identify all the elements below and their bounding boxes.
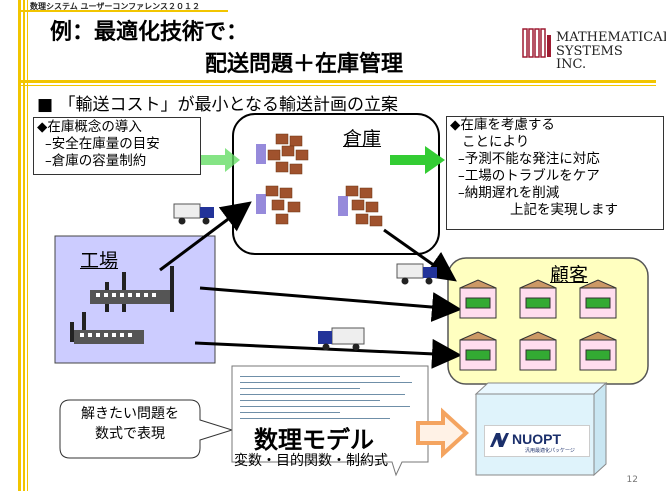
factory-label: 工場 xyxy=(80,250,119,272)
arrow-factory-customer-1 xyxy=(199,286,462,322)
factory-icon xyxy=(70,266,174,344)
nuopt-box-top xyxy=(474,382,608,395)
truck-icon xyxy=(173,203,214,225)
arrow-warehouse-customer xyxy=(383,228,457,282)
logo-mark-icon xyxy=(522,28,551,58)
inventory-benefit-line: ◆在庫を考慮する xyxy=(450,117,555,133)
header-bottom-line xyxy=(18,80,656,83)
truck-icon xyxy=(396,263,437,285)
header-bottom-line-2 xyxy=(18,85,656,86)
model-code-lines xyxy=(240,372,420,422)
truck-icon xyxy=(318,327,365,351)
warehouse-label: 倉庫 xyxy=(343,128,382,150)
page-title-line2: 配送問題＋在庫管理 xyxy=(205,52,404,77)
section-heading: ■ 「輸送コスト」が最小となる輸送計画の立案 xyxy=(37,95,398,115)
model-subtitle: 変数・目的関数・制約式 xyxy=(234,453,388,469)
page-title-line1: 例：最適化技術で： xyxy=(50,20,249,45)
inventory-concept-box: ◆在庫概念の導入 –安全在庫量の目安 –倉庫の容量制約 xyxy=(33,117,201,175)
orange-arrow xyxy=(416,407,469,459)
model-paper xyxy=(231,365,429,477)
inventory-concept-line: –安全在庫量の目安 xyxy=(45,136,160,152)
arrow-factory-warehouse xyxy=(159,201,252,272)
callout-text: 解きたい問題を 数式で表現 xyxy=(81,406,179,442)
nuopt-logo: NUOPT 汎用最適化パッケージ xyxy=(484,425,590,457)
left-accent-bar-2 xyxy=(23,0,25,491)
inventory-concept-line: ◆在庫概念の導入 xyxy=(37,119,142,135)
customer-label: 顧客 xyxy=(550,264,589,286)
inventory-benefit-box: ◆在庫を考慮する ことにより –予測不能な発注に対応 –工場のトラブルをケア –… xyxy=(446,116,664,230)
page-number: 12 xyxy=(626,475,638,485)
inventory-benefit-line: –工場のトラブルをケア xyxy=(458,168,600,184)
inventory-concept-line: –倉庫の容量制約 xyxy=(45,153,147,169)
warehouse-boxes-icon xyxy=(256,133,383,227)
callout-bubble xyxy=(59,399,234,459)
inventory-benefit-line: ことにより xyxy=(462,134,530,150)
conference-name: 数理システム ユーザーコンファレンス２０１２ xyxy=(30,2,200,11)
nuopt-box-side xyxy=(593,381,607,477)
green-arrow-right xyxy=(390,146,445,174)
logo-text-line1: MATHEMATICAL xyxy=(556,30,666,45)
nuopt-n-icon xyxy=(490,433,509,447)
nuopt-subtitle: 汎用最適化パッケージ xyxy=(525,448,575,454)
store-icons xyxy=(459,279,617,371)
company-logo: MATHEMATICAL SYSTEMS INC. xyxy=(522,25,666,71)
green-arrow-left xyxy=(190,148,240,172)
inventory-benefit-line: –納期遅れを削減 xyxy=(458,185,560,201)
left-accent-bar xyxy=(18,0,21,491)
inventory-benefit-line: –予測不能な発注に対応 xyxy=(458,151,600,167)
logo-text-line2: SYSTEMS INC. xyxy=(556,44,623,72)
model-title: 数理モデル xyxy=(254,426,374,454)
nuopt-name: NUOPT xyxy=(512,431,561,447)
inventory-benefit-line: 上記を実現します xyxy=(510,202,618,218)
left-accent-bar-3 xyxy=(27,0,28,491)
header-top-line xyxy=(18,10,228,12)
